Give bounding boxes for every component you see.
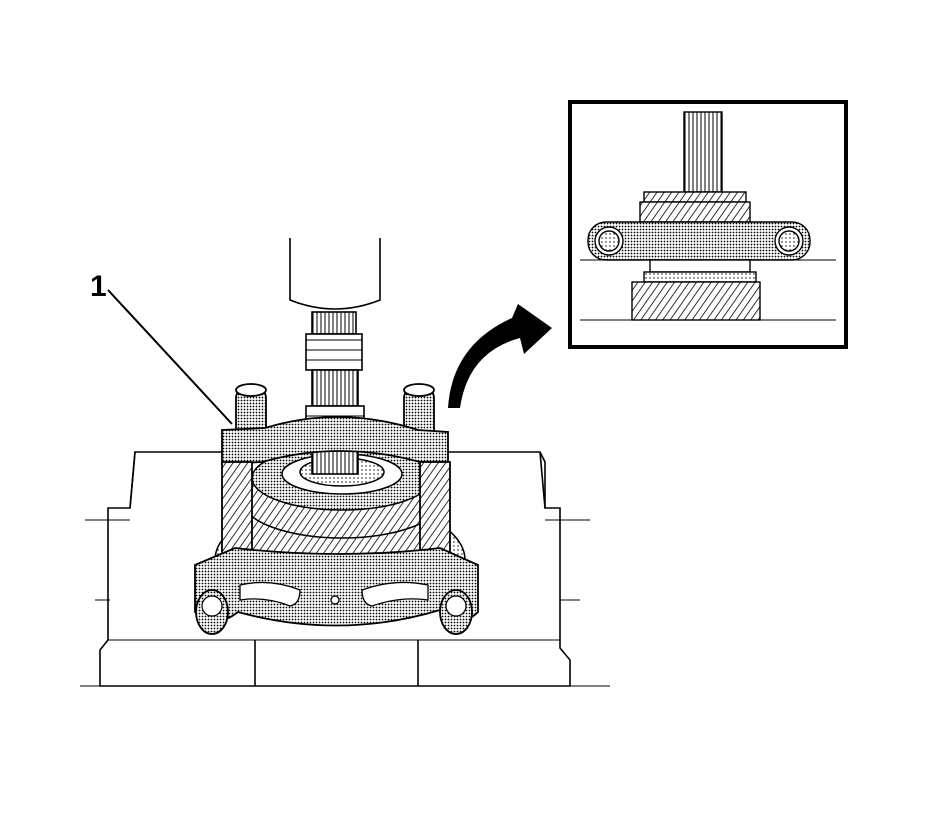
bearing-separator-puller — [194, 383, 479, 635]
curved-arrow-icon — [448, 304, 552, 408]
detail-inset — [568, 100, 848, 349]
callout-1: 1 — [90, 270, 233, 425]
callout-1-number: 1 — [90, 270, 107, 303]
callout-1-leader — [107, 289, 233, 425]
